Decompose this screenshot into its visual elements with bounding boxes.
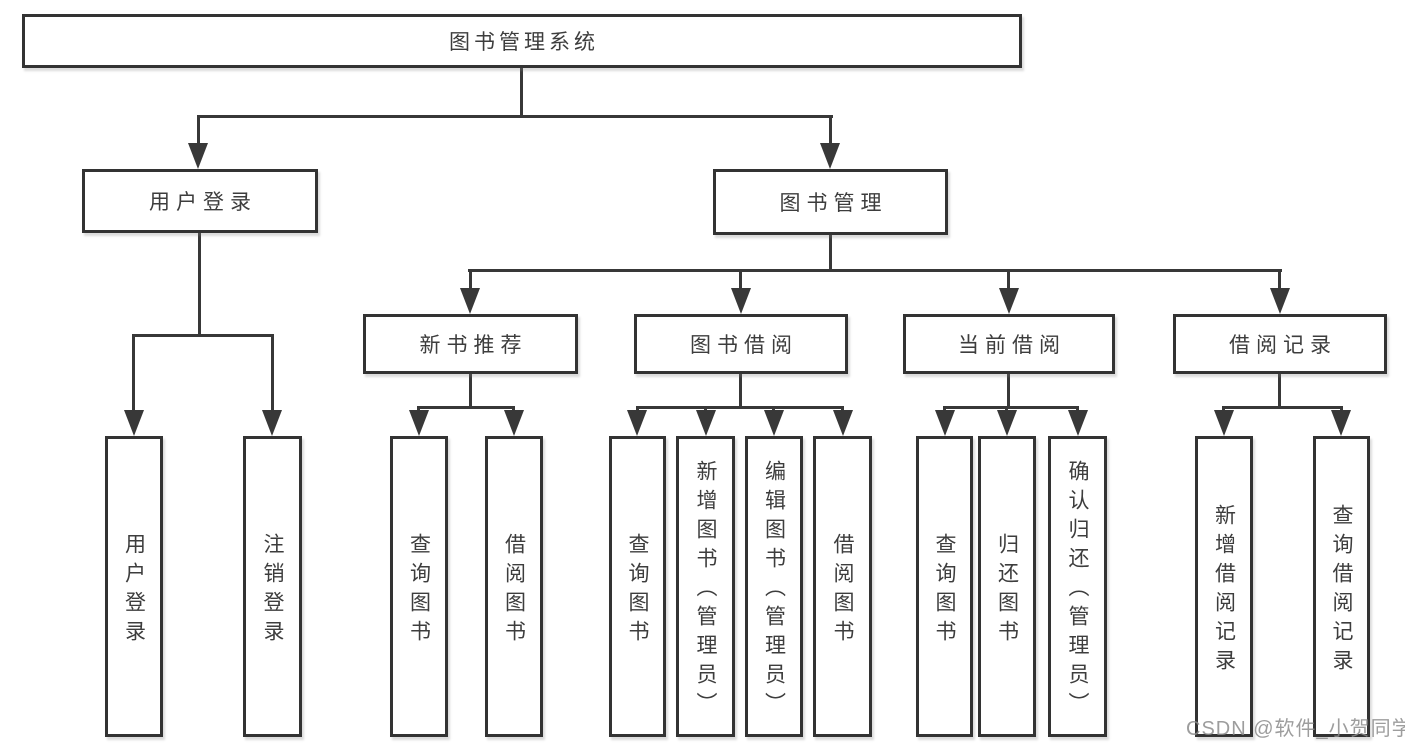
leaf-query-books: 查询图书 bbox=[609, 436, 666, 737]
csdn-watermark: CSDN @软件_小贺同学 bbox=[1186, 718, 1405, 740]
arrow-down-icon bbox=[820, 143, 840, 169]
arrow-down-icon bbox=[1331, 410, 1351, 436]
node-label: 图书管理系统 bbox=[449, 31, 599, 54]
node-user-login: 用户登录 bbox=[82, 169, 318, 233]
leaf-borrow-books: 借阅图书 bbox=[485, 436, 543, 737]
node-label: 借阅图书 bbox=[831, 532, 854, 649]
connector-userlogin-bracket bbox=[132, 334, 274, 337]
connector-root-stem bbox=[520, 68, 523, 118]
node-book-management: 图书管理 bbox=[713, 169, 948, 235]
node-root-system: 图书管理系统 bbox=[22, 14, 1022, 68]
connector-l2-stub-left bbox=[197, 115, 200, 145]
node-label: 注销登录 bbox=[261, 532, 284, 649]
connector-record-bracket bbox=[1222, 406, 1343, 409]
node-borrow-records: 借阅记录 bbox=[1173, 314, 1387, 374]
connector-userlogin-stem bbox=[198, 233, 201, 336]
connector-l3-stub-1 bbox=[469, 269, 472, 291]
node-label: 当前借阅 bbox=[958, 334, 1066, 357]
node-label: 查询图书 bbox=[407, 532, 431, 649]
arrow-down-icon bbox=[409, 410, 429, 436]
connector-l3-bracket bbox=[468, 269, 1282, 272]
arrow-down-icon bbox=[997, 410, 1017, 436]
connector-current-stem bbox=[1007, 374, 1010, 408]
node-label: 归还图书 bbox=[995, 532, 1019, 649]
arrow-down-icon bbox=[999, 288, 1019, 314]
node-label: 查询图书 bbox=[933, 532, 956, 649]
node-book-borrow: 图书借阅 bbox=[634, 314, 848, 374]
leaf-confirm-return-admin: 确认归还（管理员） bbox=[1048, 436, 1107, 737]
node-label: 新增图书（管理员） bbox=[694, 460, 717, 721]
arrow-down-icon bbox=[731, 288, 751, 314]
leaf-add-books-admin: 新增图书（管理员） bbox=[676, 436, 735, 737]
node-label: 编辑图书（管理员） bbox=[762, 460, 786, 721]
connector-borrow-stem bbox=[739, 374, 742, 408]
connector-l2-stub-right bbox=[829, 115, 832, 145]
arrow-down-icon bbox=[1214, 410, 1234, 436]
connector-l3-stub-4 bbox=[1278, 269, 1281, 291]
arrow-down-icon bbox=[262, 410, 282, 436]
arrow-down-icon bbox=[1270, 288, 1290, 314]
connector-newbook-bracket bbox=[417, 406, 515, 409]
node-label: 借阅图书 bbox=[502, 532, 526, 649]
arrow-down-icon bbox=[124, 410, 144, 436]
arrow-down-icon bbox=[460, 288, 480, 314]
connector-bookmgmt-stem bbox=[829, 235, 832, 271]
node-label: 新增借阅记录 bbox=[1212, 503, 1236, 678]
arrow-down-icon bbox=[188, 143, 208, 169]
connector-userlogin-stub-left bbox=[132, 334, 135, 412]
connector-record-stem bbox=[1278, 374, 1281, 408]
node-current-borrow: 当前借阅 bbox=[903, 314, 1115, 374]
leaf-edit-books-admin: 编辑图书（管理员） bbox=[745, 436, 803, 737]
connector-borrow-bracket bbox=[636, 406, 844, 409]
leaf-borrow-books: 借阅图书 bbox=[813, 436, 872, 737]
node-label: 用户登录 bbox=[122, 532, 146, 649]
leaf-return-books: 归还图书 bbox=[978, 436, 1036, 737]
node-label: 新书推荐 bbox=[419, 334, 528, 357]
leaf-user-login: 用户登录 bbox=[105, 436, 163, 737]
leaf-add-borrow-record: 新增借阅记录 bbox=[1195, 436, 1253, 737]
connector-l3-stub-3 bbox=[1007, 269, 1010, 291]
connector-l3-stub-2 bbox=[739, 269, 742, 291]
node-label: 用户登录 bbox=[149, 191, 257, 214]
leaf-logout: 注销登录 bbox=[243, 436, 302, 737]
arrow-down-icon bbox=[1068, 410, 1088, 436]
arrow-down-icon bbox=[833, 410, 853, 436]
node-label: 图书借阅 bbox=[690, 334, 798, 357]
arrow-down-icon bbox=[627, 410, 647, 436]
arrow-down-icon bbox=[935, 410, 955, 436]
node-label: 确认归还（管理员） bbox=[1066, 460, 1089, 721]
leaf-query-books: 查询图书 bbox=[916, 436, 973, 737]
node-new-book-recommend: 新书推荐 bbox=[363, 314, 578, 374]
connector-newbook-stem bbox=[469, 374, 472, 408]
arrow-down-icon bbox=[696, 410, 716, 436]
node-label: 查询图书 bbox=[626, 532, 649, 649]
connector-current-bracket bbox=[943, 406, 1079, 409]
node-label: 查询借阅记录 bbox=[1330, 503, 1353, 678]
connector-l2-bracket bbox=[197, 115, 833, 118]
leaf-query-borrow-record: 查询借阅记录 bbox=[1313, 436, 1370, 737]
leaf-query-books: 查询图书 bbox=[390, 436, 448, 737]
arrow-down-icon bbox=[764, 410, 784, 436]
node-label: 借阅记录 bbox=[1229, 334, 1337, 357]
node-label: 图书管理 bbox=[779, 192, 888, 215]
connector-userlogin-stub-right bbox=[271, 334, 274, 412]
arrow-down-icon bbox=[504, 410, 524, 436]
